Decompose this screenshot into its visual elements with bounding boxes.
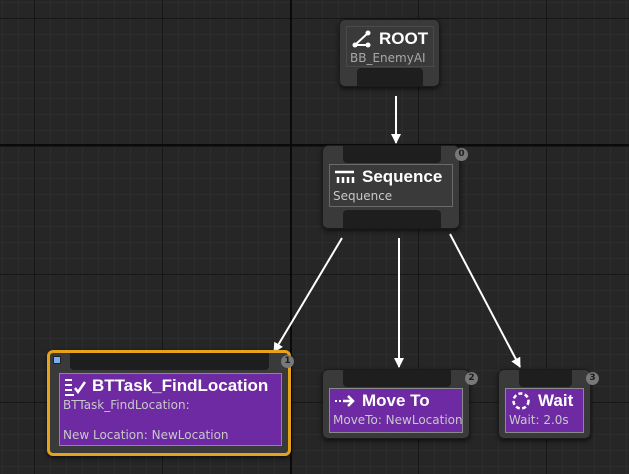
find-location-execution-index: 1 <box>281 355 294 368</box>
wait-title: Wait <box>538 391 574 410</box>
find-location-node-body: BTTask_FindLocation BTTask_FindLocation:… <box>59 373 282 446</box>
find-location-task-node[interactable]: 1 BTTask_FindLocation BTTask_FindLocatio… <box>47 350 294 456</box>
move-to-task-node[interactable]: 2 Move To MoveTo: NewLocation <box>322 369 478 439</box>
sequence-output-pin[interactable] <box>343 210 441 228</box>
sequence-execution-index: 0 <box>455 148 468 161</box>
find-location-description: BTTask_FindLocation: <box>63 398 190 412</box>
move-arrow-icon <box>335 395 355 407</box>
move-to-input-pin[interactable] <box>343 370 451 387</box>
breakpoint-flag-icon <box>53 356 61 364</box>
sequence-title: Sequence <box>362 167 443 186</box>
wait-execution-index: 3 <box>586 372 599 385</box>
wait-subtitle: Wait: 2.0s <box>509 413 569 427</box>
move-to-execution-index: 2 <box>465 372 478 385</box>
root-title-row: ROOT <box>347 27 433 51</box>
wait-circle-icon <box>512 392 530 410</box>
wait-input-pin[interactable] <box>519 370 572 387</box>
find-location-title: BTTask_FindLocation <box>92 376 269 395</box>
sequence-node[interactable]: 0 Sequence Sequence <box>322 145 468 229</box>
grid-origin-horizontal-line <box>0 144 629 146</box>
wire-sequence-to-find-location <box>273 237 343 353</box>
root-node-body: ROOT BB_EnemyAI <box>346 26 434 67</box>
root-output-pin[interactable] <box>357 68 423 86</box>
root-subtitle: BB_EnemyAI <box>350 51 426 65</box>
find-location-input-pin[interactable] <box>70 353 269 370</box>
root-title: ROOT <box>379 29 429 48</box>
branch-icon <box>352 30 371 48</box>
move-to-subtitle: MoveTo: NewLocation <box>333 413 463 427</box>
wait-title-row: Wait <box>506 389 583 413</box>
sequence-icon <box>335 170 355 183</box>
wire-sequence-to-wait <box>449 233 521 368</box>
root-node[interactable]: ROOT BB_EnemyAI <box>339 19 440 87</box>
move-to-node-body: Move To MoveTo: NewLocation <box>329 388 463 433</box>
sequence-title-row: Sequence <box>330 165 452 189</box>
sequence-node-body: Sequence Sequence <box>329 164 453 207</box>
find-location-blackboard-key: New Location: NewLocation <box>63 428 229 442</box>
move-to-title: Move To <box>362 391 430 410</box>
grid-origin-vertical-line <box>290 0 292 474</box>
sequence-subtitle: Sequence <box>333 189 393 203</box>
task-icon <box>65 379 86 396</box>
find-location-title-row: BTTask_FindLocation <box>60 374 281 398</box>
sequence-input-pin[interactable] <box>343 146 441 163</box>
wait-node-body: Wait Wait: 2.0s <box>505 388 584 433</box>
move-to-title-row: Move To <box>330 389 462 413</box>
wait-task-node[interactable]: 3 Wait Wait: 2.0s <box>498 369 599 439</box>
